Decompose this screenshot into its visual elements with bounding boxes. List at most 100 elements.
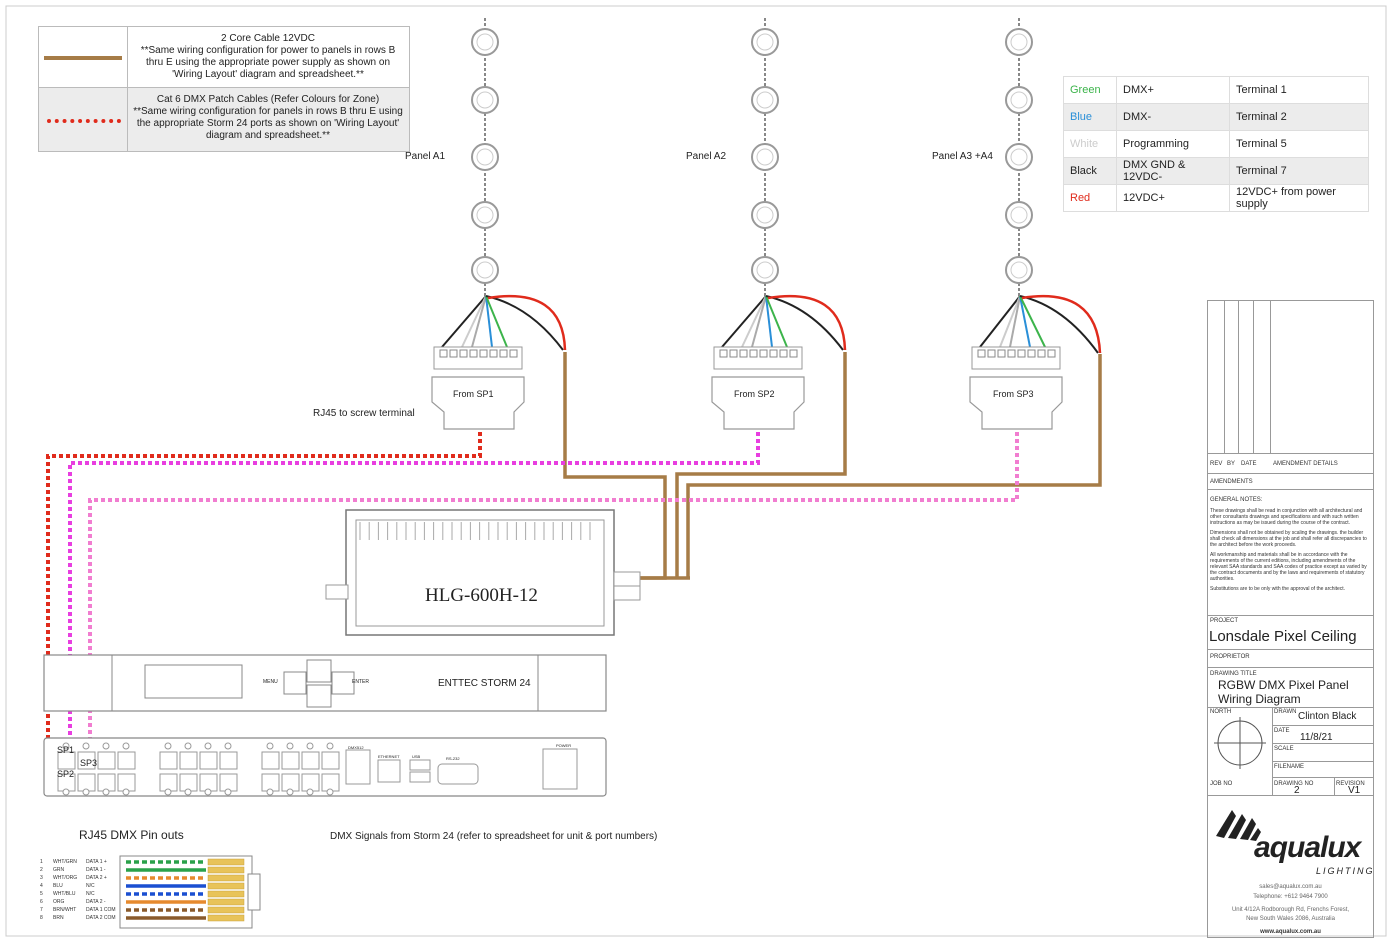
color-terminal: Terminal 5 bbox=[1229, 130, 1369, 158]
pixel-node-inner bbox=[476, 33, 494, 51]
usb-port bbox=[409, 771, 431, 783]
rj45-port bbox=[97, 773, 116, 792]
pinout-contact bbox=[207, 898, 245, 906]
storm-btn-right bbox=[331, 671, 355, 695]
legend-row-dmx: Cat 6 DMX Patch Cables (Refer Colours fo… bbox=[39, 88, 409, 151]
port-indicator bbox=[204, 788, 212, 796]
pixel-node-inner bbox=[476, 148, 494, 166]
terminal-screw bbox=[1007, 349, 1016, 358]
project-label: PROJECT bbox=[1210, 618, 1239, 624]
port-indicator bbox=[306, 742, 314, 750]
panel-pixel-chains bbox=[471, 18, 1033, 296]
rj45-housing bbox=[711, 376, 805, 430]
rj45-port bbox=[97, 751, 116, 770]
color-terminal: Terminal 2 bbox=[1229, 103, 1369, 131]
color-name: Red bbox=[1063, 184, 1117, 212]
rj45-port bbox=[199, 751, 218, 770]
pixel-node-inner bbox=[1010, 261, 1028, 279]
usb-port-label: USB bbox=[412, 754, 421, 759]
port-indicator bbox=[122, 742, 130, 750]
pixel-node-inner bbox=[756, 33, 774, 51]
port-indicator bbox=[164, 788, 172, 796]
rj45-port bbox=[199, 773, 218, 792]
rj45-port bbox=[261, 751, 280, 770]
terminal-screw bbox=[1017, 349, 1026, 358]
color-signal: 12VDC+ bbox=[1116, 184, 1230, 212]
drawing-no-label: DRAWING NO bbox=[1274, 781, 1314, 787]
pinout-contact bbox=[207, 882, 245, 890]
red-wire bbox=[1021, 294, 1102, 354]
legend-title-dmx: Cat 6 DMX Patch Cables (Refer Colours fo… bbox=[156, 94, 380, 105]
pixel-chain bbox=[1005, 18, 1033, 296]
port-indicator bbox=[184, 788, 192, 796]
black-wire bbox=[765, 295, 844, 351]
terminal-screw bbox=[459, 349, 468, 358]
pixel-node-icon bbox=[751, 256, 779, 284]
storm-btn-down bbox=[306, 684, 332, 708]
color-terminal: 12VDC+ from power supply bbox=[1229, 184, 1369, 212]
color-terminal: Terminal 7 bbox=[1229, 157, 1369, 185]
rj45-port bbox=[219, 773, 238, 792]
legend-title-power: 2 Core Cable 12VDC bbox=[221, 33, 315, 44]
connector-label-sp3: From SP3 bbox=[993, 389, 1034, 399]
legend-text-dmx: Cat 6 DMX Patch Cables (Refer Colours fo… bbox=[131, 94, 405, 142]
pinout-pin: 5 bbox=[40, 891, 43, 897]
pinout-contact bbox=[207, 906, 245, 914]
signal-wire bbox=[441, 295, 487, 348]
revision-label: REVISION bbox=[1336, 781, 1365, 787]
storm-btn-left bbox=[283, 671, 307, 695]
pinout-wire-color: BLU bbox=[53, 883, 63, 889]
scale-label: SCALE bbox=[1274, 746, 1294, 752]
color-signal: Programming bbox=[1116, 130, 1230, 158]
company-name: aqualux bbox=[1254, 831, 1361, 864]
rj45-port bbox=[301, 751, 320, 770]
pinout-tab bbox=[247, 873, 261, 911]
port-indicator bbox=[286, 742, 294, 750]
pixel-node-icon bbox=[471, 143, 499, 171]
title-block: REV BY DATE AMENDMENT DETAILS AMENDMENTS… bbox=[1207, 300, 1374, 938]
enttec-storm-24 bbox=[43, 654, 607, 712]
screw-terminal-block bbox=[969, 346, 1063, 430]
red-wire bbox=[767, 294, 847, 351]
pixel-node-icon bbox=[751, 86, 779, 114]
pinout-pin: 7 bbox=[40, 907, 43, 913]
signal-wire bbox=[765, 295, 788, 348]
company-phone: Telephone: +612 9464 7900 bbox=[1253, 894, 1328, 900]
pixel-node-inner bbox=[756, 148, 774, 166]
rj45-port bbox=[321, 773, 340, 792]
by-header: BY bbox=[1227, 461, 1236, 467]
signal-wire bbox=[461, 295, 487, 348]
connector-label-sp2: From SP2 bbox=[734, 389, 775, 399]
company-email: sales@aqualux.com.au bbox=[1259, 884, 1322, 890]
storm-btn-up bbox=[306, 659, 332, 683]
pixel-chain bbox=[471, 18, 499, 296]
connector-label-sp1: From SP1 bbox=[453, 389, 494, 399]
date-header: DATE bbox=[1241, 461, 1257, 467]
date-label: DATE bbox=[1274, 728, 1290, 734]
dmx512-port bbox=[345, 749, 371, 785]
general-note: Dimensions shall not be obtained by scal… bbox=[1210, 530, 1367, 548]
pinout-pin: 3 bbox=[40, 875, 43, 881]
rj45-port bbox=[321, 751, 340, 770]
legend-swatch-dmx bbox=[39, 88, 128, 151]
general-notes: These drawings shall be read in conjunct… bbox=[1210, 508, 1370, 596]
rj45-port bbox=[117, 751, 136, 770]
signal-wire bbox=[721, 295, 767, 348]
sp3-label: SP3 bbox=[80, 758, 98, 768]
proprietor-label: PROPRIETOR bbox=[1210, 654, 1250, 660]
pinout-contact bbox=[207, 914, 245, 922]
rj45-port bbox=[219, 751, 238, 770]
rj45-port bbox=[57, 751, 76, 770]
pixel-node-inner bbox=[476, 206, 494, 224]
terminal-screw bbox=[977, 349, 986, 358]
dmx512-port-label: DMX512 bbox=[348, 745, 364, 750]
port-indicator bbox=[326, 742, 334, 750]
storm-back-panel bbox=[43, 737, 607, 797]
terminal-screw bbox=[1027, 349, 1036, 358]
ethernet-port bbox=[377, 759, 401, 783]
devices bbox=[43, 346, 1063, 929]
terminal-screw bbox=[729, 349, 738, 358]
red-wire bbox=[487, 294, 567, 351]
